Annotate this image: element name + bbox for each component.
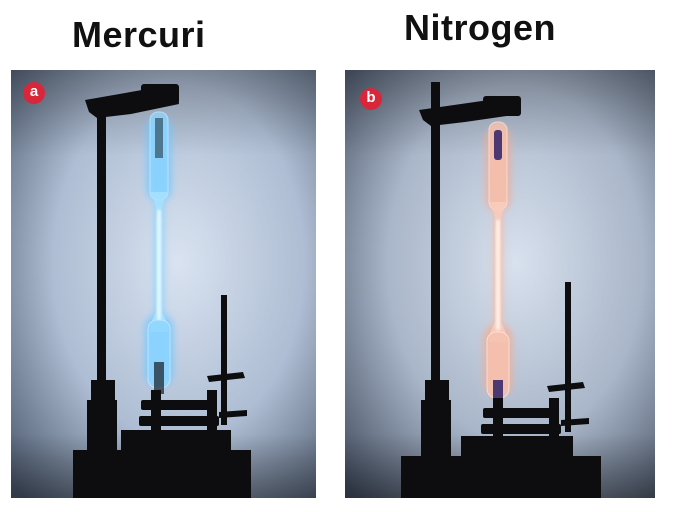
panel-badge-b: b bbox=[360, 88, 382, 110]
stand-rod bbox=[431, 82, 440, 392]
discharge-tube bbox=[147, 111, 171, 394]
photo-mercury-tube: a bbox=[11, 70, 316, 498]
electrode bbox=[494, 130, 502, 160]
nitrogen-tube-illustration bbox=[345, 70, 655, 498]
electrode bbox=[493, 380, 503, 408]
panel-badge-a: a bbox=[23, 82, 45, 104]
bottom-holder bbox=[481, 282, 589, 442]
title-mercuri: Mercuri bbox=[72, 14, 206, 55]
electrode bbox=[154, 362, 164, 394]
title-nitrogen: Nitrogen bbox=[404, 7, 556, 48]
base bbox=[73, 380, 251, 498]
bottom-holder bbox=[139, 295, 247, 434]
discharge-tube bbox=[486, 121, 510, 408]
mercury-tube-illustration bbox=[11, 70, 316, 498]
photo-nitrogen-tube: b bbox=[345, 70, 655, 498]
base bbox=[401, 380, 601, 498]
stand-rod bbox=[97, 110, 106, 390]
